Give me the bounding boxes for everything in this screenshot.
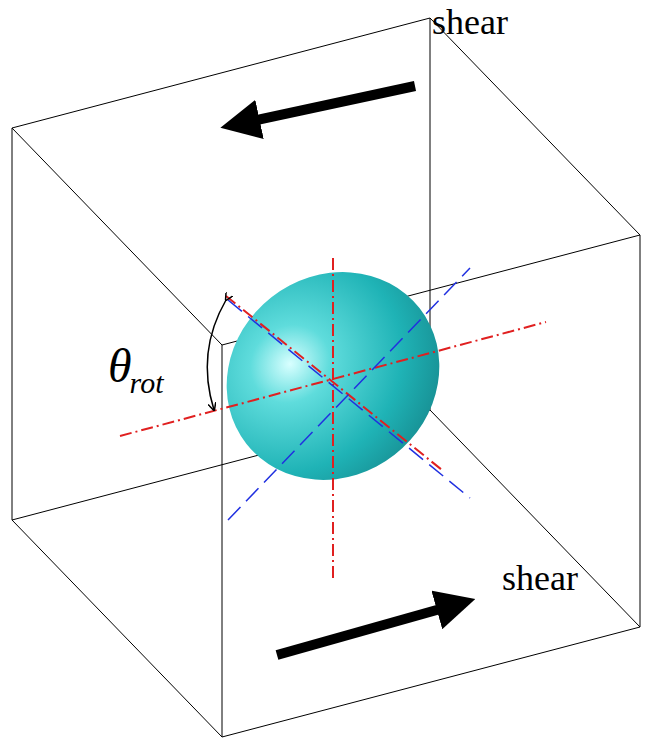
cube-wireframe <box>12 18 640 737</box>
angle-symbol: θ <box>108 342 132 390</box>
angle-subscript: rot <box>130 368 164 398</box>
shear-arrow <box>277 604 458 655</box>
force-label: shear <box>502 560 578 596</box>
principal-axes <box>228 268 470 520</box>
angle-arc <box>207 300 226 410</box>
force-label: shear <box>432 4 508 40</box>
shear-arrow <box>238 86 415 124</box>
reference-axes <box>120 258 546 582</box>
